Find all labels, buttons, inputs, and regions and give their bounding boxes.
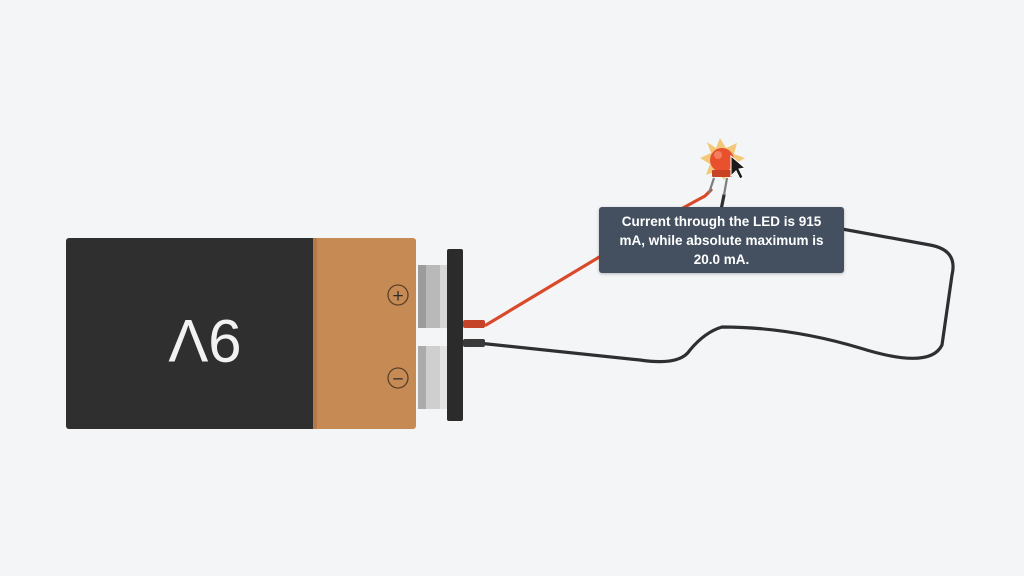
battery-body[interactable] (66, 238, 316, 429)
led-anode-leg (707, 177, 716, 194)
battery-9v[interactable]: 9V + − (66, 238, 463, 429)
mouse-pointer-icon (730, 154, 747, 180)
led-highlight (714, 151, 722, 159)
led-cathode-leg (722, 177, 729, 196)
negative-terminal-highlight (440, 346, 448, 409)
led-current-warning-tooltip: Current through the LED is 915 mA, while… (599, 207, 844, 273)
positive-terminal-shade (418, 265, 426, 328)
battery-band[interactable] (313, 238, 416, 429)
positive-sign: + (392, 287, 405, 305)
positive-wire-connector[interactable] (463, 320, 485, 328)
negative-wire-connector[interactable] (463, 339, 485, 347)
negative-sign: − (392, 370, 405, 388)
led-base (712, 170, 732, 177)
positive-terminal-marker (387, 284, 409, 306)
negative-terminal-marker (387, 367, 409, 389)
positive-terminal-highlight (440, 265, 448, 328)
negative-terminal-shade (418, 346, 426, 409)
battery-terminal-plate (447, 249, 463, 421)
battery-band-edge (313, 238, 317, 429)
led-icon[interactable] (710, 148, 734, 172)
battery-voltage-label: 9V (168, 307, 241, 374)
